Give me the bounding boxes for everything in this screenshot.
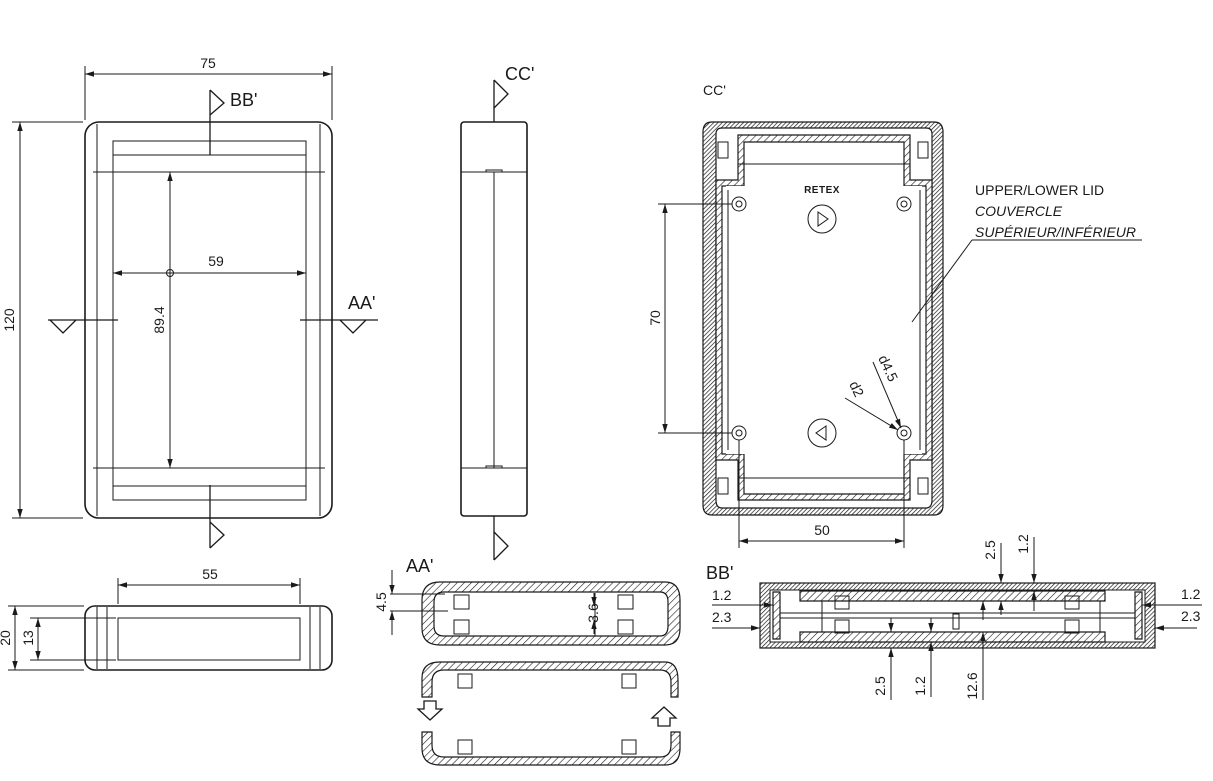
end-inner-height-dimension: 13 bbox=[20, 630, 36, 646]
section-cc-label: CC' bbox=[505, 64, 534, 84]
bb-bottom-dim-2: 1.2 bbox=[912, 676, 928, 696]
end-height-dimension: 20 bbox=[0, 630, 13, 646]
hole-spacing-vertical: 70 bbox=[647, 310, 663, 326]
inner-width-dimension: 59 bbox=[208, 253, 224, 269]
lid-view: CC' RETEX 70 50 d4.5 d2 bbox=[647, 82, 1142, 548]
end-width-dimension: 55 bbox=[202, 566, 218, 582]
bb-left-dim-2: 2.3 bbox=[712, 609, 732, 625]
side-view: CC' bbox=[460, 64, 534, 561]
bb-bottom-dim-1: 2.5 bbox=[872, 676, 888, 696]
lid-note-line2: COUVERCLE bbox=[975, 203, 1063, 219]
end-view: 55 20 13 bbox=[0, 566, 333, 671]
brand-logo: RETEX bbox=[804, 185, 840, 196]
recycle-symbol-bottom bbox=[807, 418, 837, 448]
section-bb-label: BB' bbox=[230, 90, 257, 110]
lid-view-title: CC' bbox=[703, 82, 726, 98]
section-bb: BB' 2.5 1.2 1.2 2.3 1.2 2.3 2.5 1.2 bbox=[706, 534, 1202, 700]
width-dimension: 75 bbox=[200, 55, 216, 71]
recycle-symbol-top bbox=[807, 204, 837, 234]
bb-bottom-dim-3: 12.6 bbox=[964, 672, 980, 699]
hole-inner-diameter: d2 bbox=[846, 379, 867, 400]
bb-left-dim-1: 1.2 bbox=[712, 587, 732, 603]
section-aa-title: AA' bbox=[406, 556, 433, 576]
front-view: 75 120 59 89.4 BB' AA' bbox=[1, 55, 378, 549]
bb-right-dim-2: 2.3 bbox=[1181, 608, 1201, 624]
separate-arrow-down bbox=[416, 700, 444, 721]
bb-right-dim-1: 1.2 bbox=[1181, 586, 1201, 602]
separate-arrow-up bbox=[650, 706, 678, 727]
section-aa-label: AA' bbox=[348, 293, 375, 313]
lid-note-line1: UPPER/LOWER LID bbox=[975, 182, 1104, 198]
height-dimension: 120 bbox=[1, 308, 17, 332]
inner-height-dimension: 89.4 bbox=[151, 306, 167, 333]
aa-wall-dimension: 4.5 bbox=[373, 592, 389, 612]
aa-gap-dimension: 3.6 bbox=[585, 603, 601, 623]
section-aa: AA' 4.5 3.6 bbox=[373, 556, 681, 766]
bb-top-dim-1: 2.5 bbox=[982, 540, 998, 560]
hole-spacing-horizontal: 50 bbox=[814, 522, 830, 538]
bb-top-dim-2: 1.2 bbox=[1015, 534, 1031, 554]
lid-note-line3: SUPÉRIEUR/INFÉRIEUR bbox=[975, 224, 1136, 240]
section-bb-title: BB' bbox=[706, 563, 733, 583]
